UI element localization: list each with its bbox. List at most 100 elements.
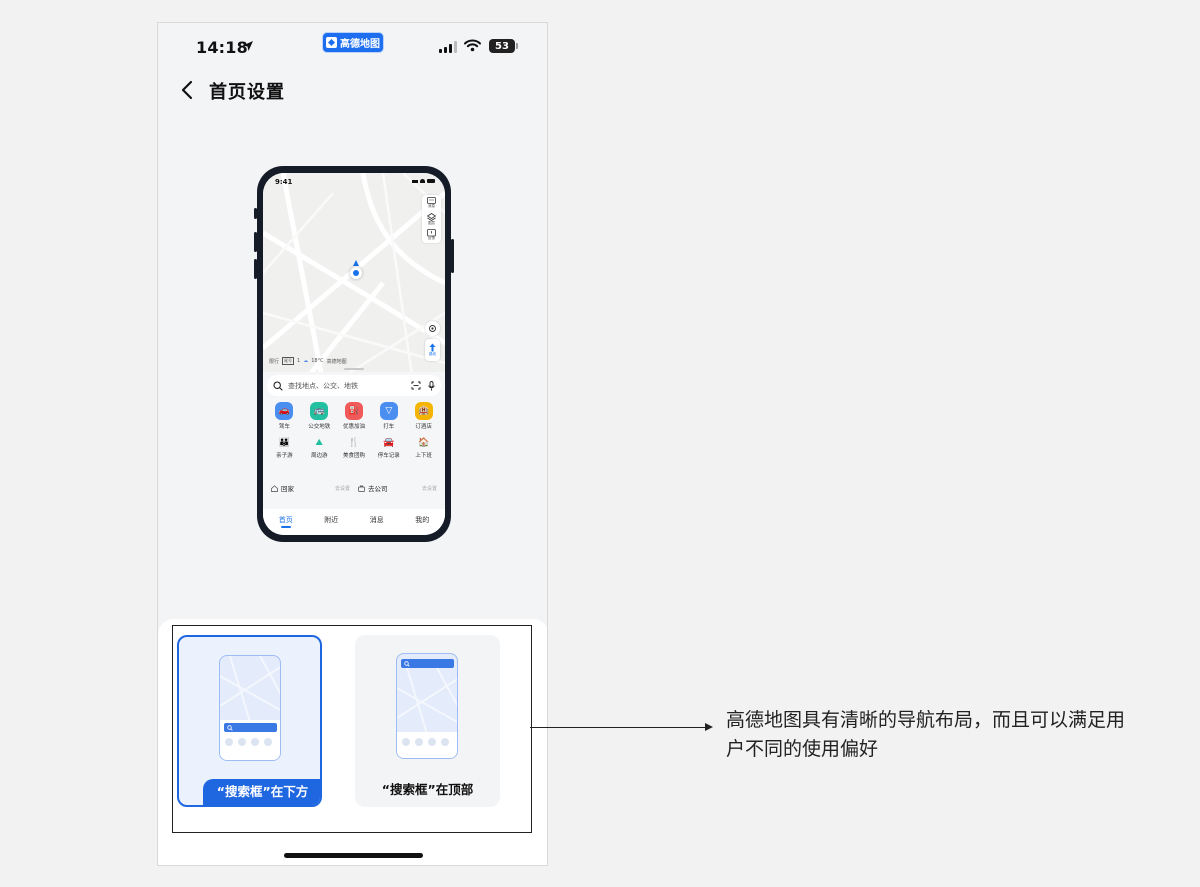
service-hotel: 🏨 订酒店 bbox=[406, 402, 441, 430]
thumbnail-icons bbox=[225, 738, 272, 746]
status-time: 14:18 bbox=[196, 38, 248, 57]
preview-control-label: 反馈 bbox=[428, 236, 435, 240]
bus-icon: 🚌 bbox=[310, 402, 329, 420]
fork-knife-icon: 🍴 bbox=[348, 437, 360, 448]
preview-screen: 9:41 消息 图层 反馈 bbox=[263, 173, 445, 535]
thumbnail-map bbox=[397, 668, 457, 734]
service-food-deals: 🍴 美食团购 bbox=[337, 433, 372, 460]
preview-tab-me: 我的 bbox=[415, 516, 430, 524]
app-return-pill[interactable]: 高德地图 bbox=[322, 32, 384, 53]
map-background bbox=[263, 173, 445, 383]
home-icon bbox=[271, 484, 278, 492]
layout-selector-panel: “搜索框”在下方 “搜索框”在顶部 bbox=[158, 619, 547, 865]
service-label: 上下班 bbox=[415, 453, 432, 459]
service-transit: 🚌 公交地铁 bbox=[302, 402, 337, 430]
parking-car-icon: 🚘 bbox=[383, 437, 395, 448]
crosshair-icon bbox=[429, 325, 436, 332]
preview-locate-button bbox=[425, 321, 440, 336]
search-icon bbox=[404, 660, 410, 667]
preview-info-line: 限行 尾号 1 ☁ 18°C 高德地图 bbox=[269, 357, 347, 365]
preview-feedback-control: 反馈 bbox=[427, 227, 436, 243]
preview-control-label: 图层 bbox=[428, 220, 435, 225]
homepage-preview-phone: 9:41 消息 图层 反馈 bbox=[254, 166, 454, 542]
thumbnail-search-bar bbox=[224, 723, 277, 732]
preview-side-controls: 消息 图层 反馈 bbox=[422, 195, 441, 243]
home-indicator bbox=[284, 853, 423, 858]
microphone-icon bbox=[428, 380, 435, 390]
heading-arrow-icon bbox=[353, 260, 359, 266]
restriction-value: 尾号 bbox=[282, 357, 295, 365]
taxi-icon: ▽ bbox=[379, 402, 398, 420]
service-family-trip: 👪 亲子游 bbox=[267, 433, 302, 460]
service-label: 周边游 bbox=[310, 453, 328, 459]
feedback-icon bbox=[427, 229, 436, 237]
preview-control-label: 消息 bbox=[428, 204, 435, 208]
preview-status-time: 9:41 bbox=[275, 178, 293, 186]
side-button bbox=[254, 259, 257, 279]
option-search-bottom[interactable]: “搜索框”在下方 bbox=[177, 635, 322, 807]
battery-icon: 53 bbox=[489, 39, 518, 53]
destination-label: 去公司 bbox=[368, 485, 388, 493]
amap-logo-icon bbox=[326, 37, 337, 48]
battery-level: 53 bbox=[495, 40, 509, 52]
service-commute: 🏠 上下班 bbox=[406, 433, 441, 460]
thumbnail-icons bbox=[402, 738, 449, 746]
preview-tab-home: 首页 bbox=[263, 509, 309, 535]
temperature: 18°C bbox=[311, 358, 324, 364]
option-caption: “搜索框”在下方 bbox=[203, 779, 320, 805]
fuel-icon: ⛽ bbox=[344, 402, 363, 420]
info-separator: 1 bbox=[297, 358, 301, 364]
service-nearby-trip: ⛰ 周边游 bbox=[302, 433, 337, 460]
commute-icon: 🏠 bbox=[417, 437, 430, 448]
service-label: 优惠加油 bbox=[342, 424, 365, 430]
service-driving: 🚗 驾车 bbox=[267, 402, 302, 430]
option-thumbnail bbox=[219, 655, 281, 761]
option-caption: “搜索框”在顶部 bbox=[381, 782, 474, 797]
option-search-top[interactable]: “搜索框”在顶部 bbox=[355, 635, 500, 807]
preview-search-placeholder: 查找地点、公交、地铁 bbox=[288, 381, 358, 390]
restriction-label: 限行 bbox=[269, 358, 280, 365]
back-button[interactable] bbox=[176, 75, 198, 105]
service-label: 驾车 bbox=[278, 424, 290, 430]
side-button bbox=[451, 239, 454, 273]
preview-tab-bar: 首页 附近 消息 我的 bbox=[263, 509, 445, 535]
preview-layers-control: 图层 bbox=[427, 211, 436, 228]
preview-route-button: 路线 bbox=[425, 339, 440, 361]
route-arrow-icon bbox=[429, 343, 436, 352]
destination-home: 回家 去设置 bbox=[267, 478, 354, 498]
preview-tab-nearby: 附近 bbox=[324, 516, 339, 524]
page-title: 首页设置 bbox=[209, 82, 285, 103]
thumbnail-sheet bbox=[220, 720, 280, 760]
preview-destinations: 回家 去设置 去公司 去设置 bbox=[267, 478, 441, 498]
briefcase-icon bbox=[358, 485, 365, 492]
nav-bar: 首页设置 bbox=[158, 71, 547, 109]
preview-tab-messages: 消息 bbox=[369, 516, 384, 524]
chevron-left-icon bbox=[181, 80, 193, 100]
callout-line bbox=[530, 727, 708, 728]
side-button bbox=[254, 232, 257, 252]
service-parking-record: 🚘 停车记录 bbox=[371, 433, 406, 460]
app-pill-label: 高德地图 bbox=[340, 39, 380, 50]
destination-set-link: 去设置 bbox=[421, 485, 437, 492]
map-brand: 高德地图 bbox=[326, 358, 347, 365]
sheet-handle bbox=[344, 368, 364, 370]
service-taxi: ▽ 打车 bbox=[371, 402, 406, 430]
service-label: 订酒店 bbox=[415, 424, 432, 430]
thumbnail-sheet bbox=[397, 732, 457, 758]
callout-arrow-icon bbox=[705, 723, 713, 731]
destination-label: 回家 bbox=[281, 485, 294, 493]
service-label: 亲子游 bbox=[276, 453, 293, 459]
service-label: 停车记录 bbox=[377, 453, 400, 459]
scan-icon bbox=[411, 381, 421, 390]
service-label: 打车 bbox=[383, 424, 395, 430]
hotel-icon: 🏨 bbox=[414, 402, 433, 420]
location-arrow-icon bbox=[243, 41, 253, 51]
preview-bottom-sheet: 查找地点、公交、地铁 🚗 驾车 🚌 公交地铁 ⛽ 优惠加油 bbox=[263, 372, 445, 535]
car-icon: 🚗 bbox=[275, 402, 294, 420]
wifi-icon bbox=[464, 39, 481, 52]
status-bar: 14:18 高德地图 53 bbox=[158, 23, 547, 71]
family-icon: 👪 bbox=[278, 437, 290, 448]
current-location-icon bbox=[350, 267, 362, 279]
mountain-icon: ⛰ bbox=[315, 437, 323, 448]
cloud-icon: ☁ bbox=[303, 358, 309, 364]
